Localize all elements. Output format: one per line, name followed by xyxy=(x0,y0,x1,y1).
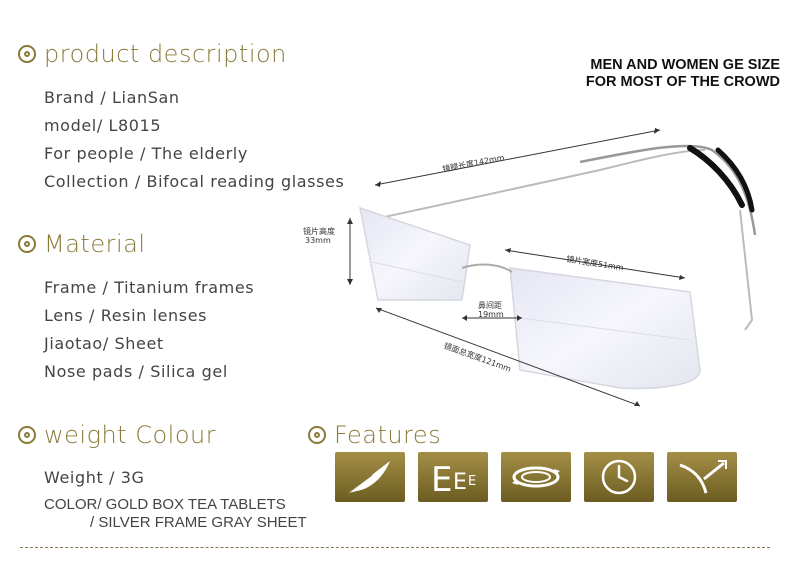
dashed-divider xyxy=(20,547,770,548)
frame-line: Frame / Titanium frames xyxy=(44,278,255,297)
clock-icon xyxy=(601,459,637,495)
rotate-icon xyxy=(512,466,560,488)
feature-rotate xyxy=(501,452,571,502)
brand-line: Brand / LianSan xyxy=(44,88,180,107)
lens-height-label: 镜片高度 xyxy=(303,227,335,236)
bridge-value: 19mm xyxy=(478,310,504,319)
temple-arrow xyxy=(374,129,661,186)
section-title-material: Material xyxy=(18,230,146,258)
temple-tip xyxy=(715,147,755,213)
headline-line-2: FOR MOST OF THE CROWD xyxy=(585,74,780,90)
left-bifocal-line xyxy=(371,261,463,283)
flex-hinge-icon xyxy=(679,460,727,494)
left-lens xyxy=(359,206,471,301)
nose-pads-line: Nose pads / Silica gel xyxy=(44,362,228,381)
total-width-arrow xyxy=(375,307,641,407)
headline: MEN AND WOMEN GE SIZE FOR MOST OF THE CR… xyxy=(586,57,780,91)
color-line-1: COLOR/ GOLD BOX TEA TABLETS xyxy=(44,496,286,513)
section-title-features: Features xyxy=(308,421,441,449)
section-title-text: weight Colour xyxy=(44,421,217,449)
target-icon xyxy=(18,235,36,253)
eee-icon: E E E xyxy=(431,460,476,497)
target-icon xyxy=(18,45,36,63)
svg-text:E: E xyxy=(453,470,467,495)
svg-text:E: E xyxy=(468,474,476,489)
bridge xyxy=(461,263,513,273)
section-title-text: Features xyxy=(334,421,442,449)
people-line: For people / The elderly xyxy=(44,144,248,163)
lens-width-label: 镜片宽度51mm xyxy=(565,254,625,273)
target-icon xyxy=(18,426,36,444)
feature-eee: E E E xyxy=(418,452,488,502)
color-line-2: / SILVER FRAME GRAY SHEET xyxy=(90,514,307,531)
section-title-weight-colour: weight Colour xyxy=(18,421,216,449)
temple-tip xyxy=(687,145,745,208)
target-icon xyxy=(308,426,326,444)
right-bifocal-line xyxy=(519,317,691,341)
temple-length-label: 镜腿长度142mm xyxy=(441,153,506,174)
left-temple xyxy=(379,149,706,219)
feature-flex-hinge xyxy=(667,452,737,502)
right-hinge-arm xyxy=(739,209,754,331)
lens-height-value: 33mm xyxy=(305,236,331,245)
feather-icon xyxy=(347,461,390,494)
bridge-label: 鼻间距 xyxy=(478,301,502,310)
lens-line: Lens / Resin lenses xyxy=(44,306,208,325)
section-title-text: product description xyxy=(44,40,287,68)
total-width-label: 镜面总宽度121mm xyxy=(442,341,513,374)
headline-line-1: MEN AND WOMEN GE SIZE xyxy=(590,57,780,73)
collection-line: Collection / Bifocal reading glasses xyxy=(44,172,345,191)
model-line: model/ L8015 xyxy=(44,116,162,135)
jiaotao-line: Jiaotao/ Sheet xyxy=(44,334,164,353)
feature-feather xyxy=(335,452,405,502)
right-lens xyxy=(509,267,701,390)
section-title-text: Material xyxy=(44,230,146,258)
feature-clock xyxy=(584,452,654,502)
weight-line: Weight / 3G xyxy=(44,468,145,487)
svg-text:E: E xyxy=(431,460,452,497)
section-title-product-description: product description xyxy=(18,40,287,68)
right-temple xyxy=(579,144,757,236)
